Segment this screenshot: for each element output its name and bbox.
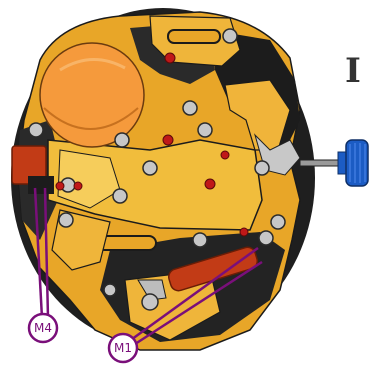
- stem-rod: [299, 159, 341, 167]
- callout-m1-leader-b: [131, 260, 263, 348]
- screw: [182, 100, 198, 116]
- screws: [28, 28, 286, 311]
- callout-m4-leader-b: [43, 187, 50, 319]
- screw: [192, 232, 208, 248]
- screw: [28, 122, 44, 138]
- jewel: [55, 181, 65, 191]
- screw: [103, 283, 117, 297]
- callout-m4-label: M4: [34, 321, 52, 335]
- callout-m4-leader-a: [33, 187, 44, 319]
- crown: [345, 139, 369, 187]
- callout-m4-ring: [27, 312, 59, 344]
- screw: [197, 122, 213, 138]
- jewel: [164, 52, 176, 64]
- jewels: [55, 52, 249, 237]
- screw: [114, 132, 130, 148]
- callout-m1: M1: [107, 246, 263, 364]
- screw: [254, 160, 270, 176]
- coil-lower: [137, 246, 259, 301]
- coil-left-bracket: [28, 176, 54, 194]
- screw: [58, 212, 74, 228]
- callout-m1-leader-a: [127, 246, 259, 344]
- lower-slot: [97, 235, 157, 251]
- screw: [112, 188, 128, 204]
- jewel: [204, 178, 216, 190]
- screw: [142, 160, 158, 176]
- jewel: [73, 181, 83, 191]
- screw: [270, 214, 286, 230]
- figure-title-mark: I: [345, 51, 361, 91]
- screw: [141, 293, 159, 311]
- jewel: [239, 227, 249, 237]
- jewel: [162, 134, 174, 146]
- screw: [258, 230, 274, 246]
- screw: [222, 28, 238, 44]
- battery-highlight: [59, 58, 126, 72]
- jewel: [220, 150, 230, 160]
- crown-ridges: [349, 143, 366, 183]
- callout-m1-ring: [107, 332, 139, 364]
- top-slot: [167, 29, 221, 44]
- battery-edge: [43, 107, 139, 130]
- callout-m4: M4: [27, 187, 59, 344]
- movement-body: [11, 8, 369, 351]
- battery: [39, 42, 145, 148]
- coil-lower-core: [137, 279, 167, 301]
- callout-m1-label: M1: [114, 341, 132, 355]
